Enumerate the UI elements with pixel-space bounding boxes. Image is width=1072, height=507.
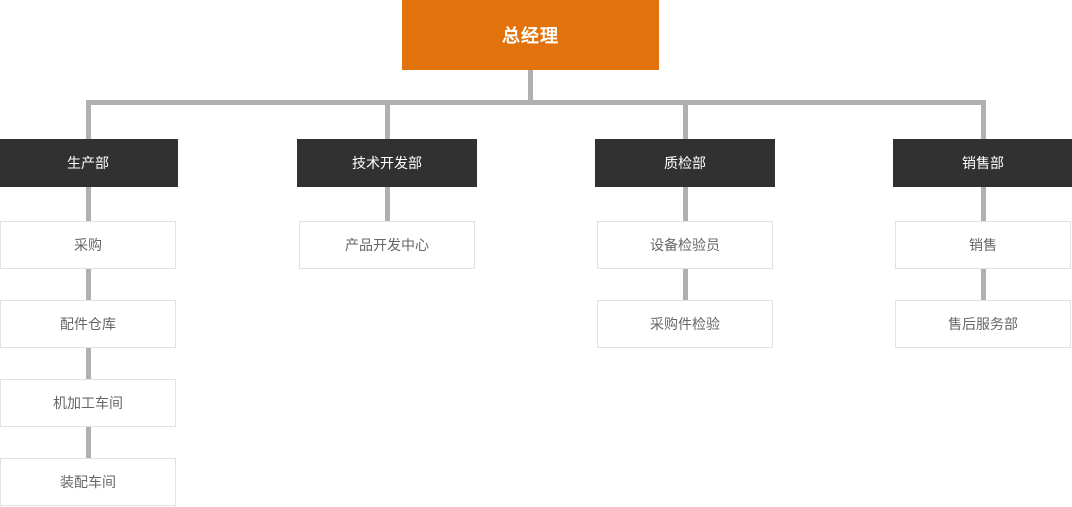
node-label: 总经理 bbox=[502, 26, 559, 46]
node-label: 产品开发中心 bbox=[345, 237, 429, 253]
connector-equipment-purchased-parts bbox=[683, 269, 688, 300]
connector-quality-stub bbox=[683, 187, 688, 221]
connector-root-stem bbox=[528, 70, 533, 105]
node-label: 销售 bbox=[969, 237, 997, 253]
connector-drop-tech-dev bbox=[385, 100, 390, 139]
connector-purchasing-warehouse bbox=[86, 269, 91, 300]
node-product-dev-center[interactable]: 产品开发中心 bbox=[299, 221, 475, 269]
node-purchased-parts-inspection[interactable]: 采购件检验 bbox=[597, 300, 773, 348]
node-dept-sales[interactable]: 销售部 bbox=[893, 139, 1072, 187]
connector-warehouse-machining bbox=[86, 348, 91, 379]
node-label: 机加工车间 bbox=[53, 395, 123, 411]
connector-sales-stub bbox=[981, 187, 986, 221]
connector-drop-quality bbox=[683, 100, 688, 139]
node-label: 设备检验员 bbox=[650, 237, 720, 253]
node-label: 采购 bbox=[74, 237, 102, 253]
node-machining-workshop[interactable]: 机加工车间 bbox=[0, 379, 176, 427]
node-general-manager[interactable]: 总经理 bbox=[402, 0, 659, 70]
connector-drop-production bbox=[86, 100, 91, 139]
node-label: 生产部 bbox=[67, 155, 109, 171]
connector-machining-assembly bbox=[86, 427, 91, 458]
connector-drop-sales bbox=[981, 100, 986, 139]
node-dept-production[interactable]: 生产部 bbox=[0, 139, 178, 187]
node-label: 销售部 bbox=[962, 155, 1004, 171]
node-label: 质检部 bbox=[664, 155, 706, 171]
node-label: 配件仓库 bbox=[60, 316, 116, 332]
node-parts-warehouse[interactable]: 配件仓库 bbox=[0, 300, 176, 348]
node-after-sales-service[interactable]: 售后服务部 bbox=[895, 300, 1071, 348]
node-equipment-inspector[interactable]: 设备检验员 bbox=[597, 221, 773, 269]
node-label: 技术开发部 bbox=[352, 155, 422, 171]
node-dept-quality[interactable]: 质检部 bbox=[595, 139, 775, 187]
connector-tech-dev-stub bbox=[385, 187, 390, 221]
connector-sales-aftersales bbox=[981, 269, 986, 300]
node-label: 采购件检验 bbox=[650, 316, 720, 332]
node-purchasing[interactable]: 采购 bbox=[0, 221, 176, 269]
node-label: 售后服务部 bbox=[948, 316, 1018, 332]
node-assembly-workshop[interactable]: 装配车间 bbox=[0, 458, 176, 506]
connector-level1-horizontal bbox=[86, 100, 986, 105]
node-dept-tech-dev[interactable]: 技术开发部 bbox=[297, 139, 477, 187]
connector-production-stub bbox=[86, 187, 91, 221]
node-label: 装配车间 bbox=[60, 474, 116, 490]
node-sales[interactable]: 销售 bbox=[895, 221, 1071, 269]
